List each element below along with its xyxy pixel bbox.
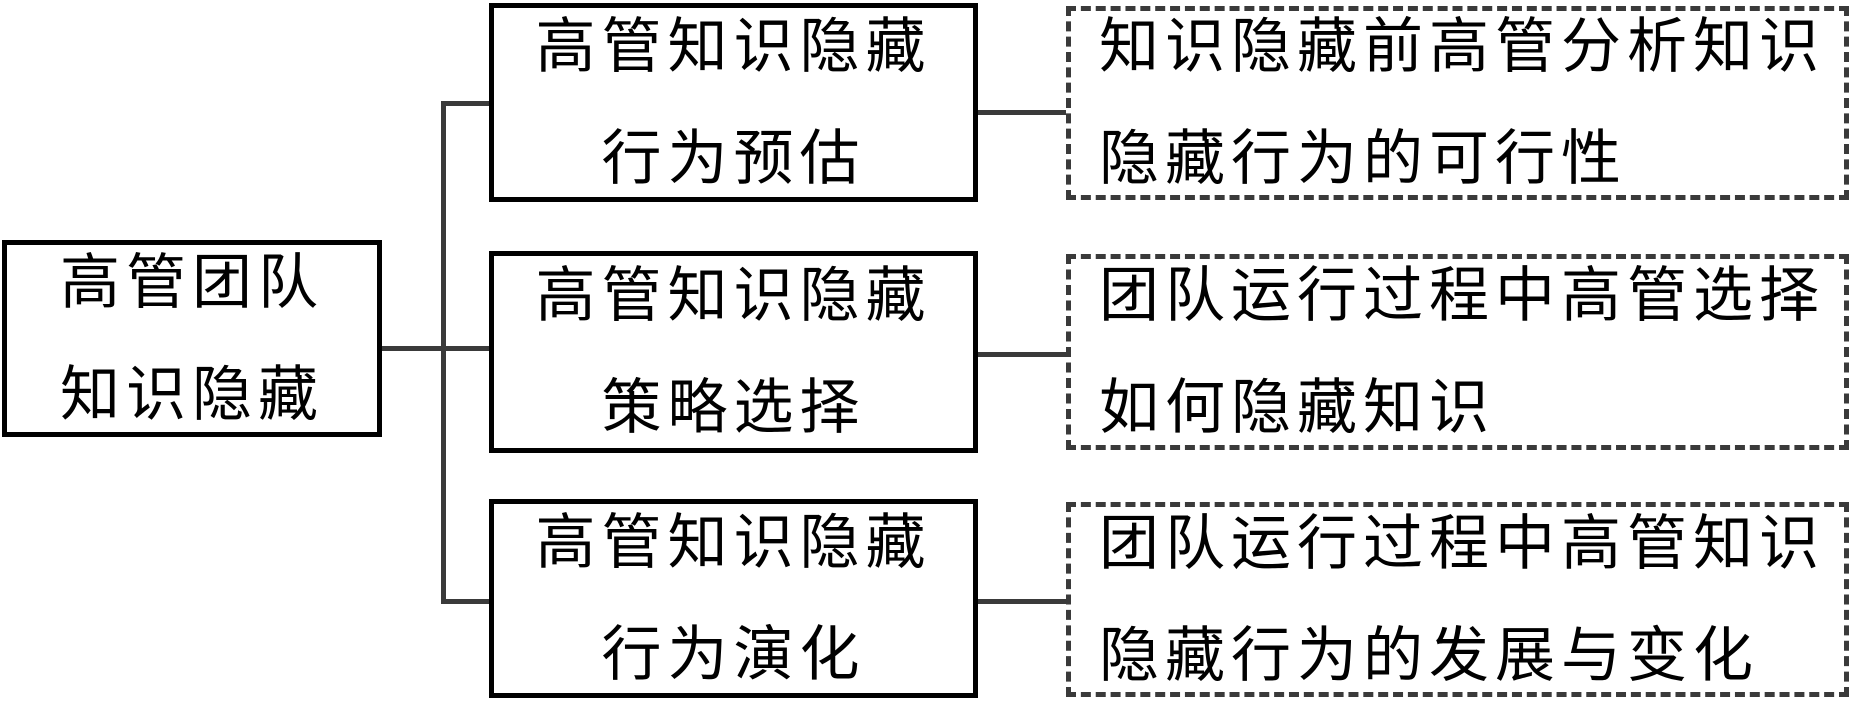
desc-node-evolution: 团队运行过程中高管知识隐藏行为的发展与变化 bbox=[1066, 502, 1849, 697]
root-line-1: 高管团队 bbox=[60, 247, 324, 318]
desc-line: 知识隐藏前高管分析知识 bbox=[1099, 12, 1825, 82]
desc-connector-1 bbox=[978, 110, 1066, 115]
root-connector bbox=[382, 346, 489, 351]
branch-title-line: 策略选择 bbox=[601, 373, 866, 443]
trunk-line bbox=[441, 101, 446, 604]
desc-line: 隐藏行为的发展与变化 bbox=[1099, 620, 1759, 691]
desc-line: 隐藏行为的可行性 bbox=[1099, 124, 1627, 194]
desc-connector-3 bbox=[978, 599, 1066, 604]
branch-connector-3 bbox=[441, 599, 489, 604]
desc-line: 团队运行过程中高管选择 bbox=[1099, 261, 1825, 331]
desc-connector-2 bbox=[978, 352, 1066, 357]
branch-connector-1 bbox=[441, 101, 489, 106]
branch-node-evolution: 高管知识隐藏行为演化 bbox=[489, 499, 978, 698]
branch-node-estimate: 高管知识隐藏行为预估 bbox=[489, 3, 978, 202]
root-node: 高管团队知识隐藏 bbox=[2, 240, 382, 437]
branch-title-line: 高管知识隐藏 bbox=[535, 507, 932, 578]
branch-title-line: 高管知识隐藏 bbox=[535, 261, 932, 331]
branch-title-line: 高管知识隐藏 bbox=[535, 11, 932, 82]
branch-node-strategy: 高管知识隐藏策略选择 bbox=[489, 251, 978, 453]
branch-title-line: 行为预估 bbox=[601, 123, 866, 194]
desc-line: 如何隐藏知识 bbox=[1099, 373, 1495, 443]
desc-node-strategy: 团队运行过程中高管选择如何隐藏知识 bbox=[1066, 254, 1849, 450]
desc-line: 团队运行过程中高管知识 bbox=[1099, 508, 1825, 579]
branch-title-line: 行为演化 bbox=[601, 619, 866, 690]
root-line-2: 知识隐藏 bbox=[60, 359, 324, 430]
desc-node-estimate: 知识隐藏前高管分析知识隐藏行为的可行性 bbox=[1066, 6, 1849, 200]
